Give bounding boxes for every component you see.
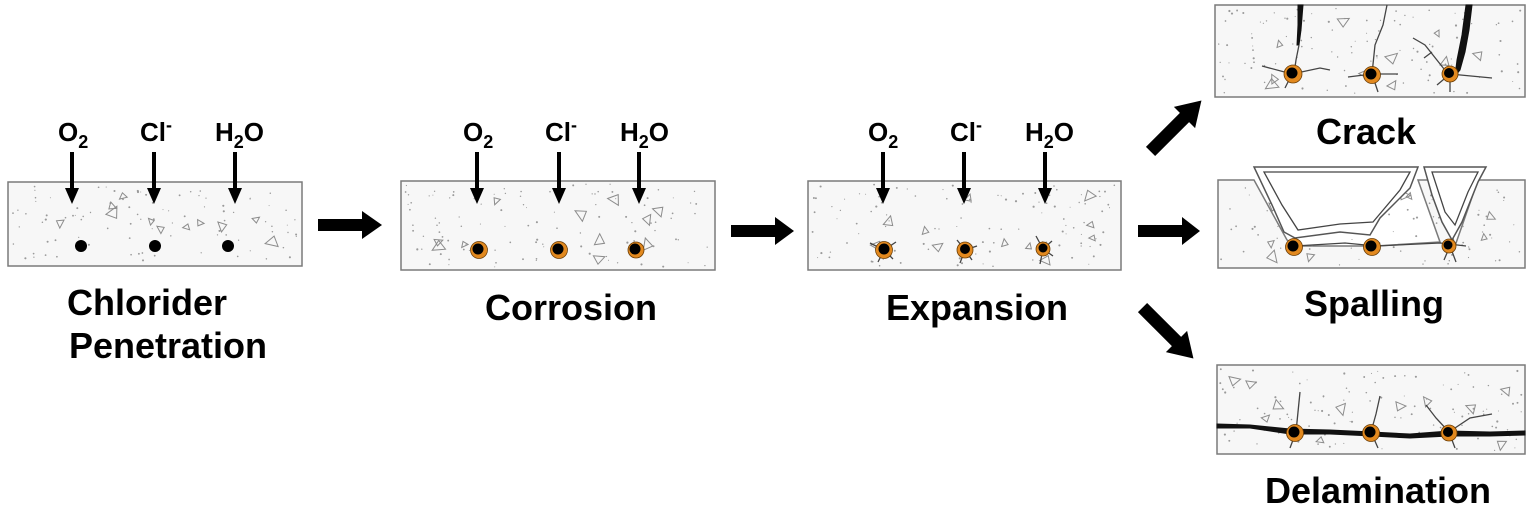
- aggregate-texture: [811, 183, 1116, 268]
- expanded-rebar: [1440, 424, 1458, 442]
- down-arrow: [957, 152, 971, 204]
- stage-caption: Corrosion: [485, 287, 657, 328]
- down-arrow: [470, 152, 484, 204]
- rebars: [1285, 238, 1457, 256]
- outcome-crack: Crack: [1214, 4, 1526, 152]
- branch-arrow-crack: [1145, 100, 1202, 157]
- expanded-rebar: [1441, 65, 1459, 83]
- ingress-arrows: [876, 152, 1052, 204]
- oxygen-label: O2: [868, 117, 898, 152]
- expanded-rebar: [1035, 241, 1051, 257]
- expanded-rebar: [1441, 238, 1457, 254]
- down-arrow: [632, 152, 646, 204]
- down-arrow: [147, 152, 161, 204]
- rebar: [149, 240, 161, 252]
- water-label: H2O: [620, 117, 669, 152]
- progression-arrow: [318, 211, 382, 239]
- agent-labels: O2 Cl- H2O: [868, 115, 1074, 152]
- spalled-fragment: [1252, 166, 1420, 239]
- branch-arrow-spalling: [1138, 217, 1200, 245]
- outcome-caption: Delamination: [1265, 470, 1491, 511]
- down-arrow: [65, 152, 79, 204]
- outcome-delamination: Delamination: [1216, 364, 1526, 511]
- expanded-rebar: [956, 241, 974, 259]
- stage-caption: Chlorider: [67, 282, 227, 323]
- chloride-label: Cl-: [545, 115, 577, 147]
- down-arrow: [1038, 152, 1052, 204]
- stage-expansion: O2 Cl- H2O Expansion: [807, 115, 1122, 328]
- stage-penetration: O2 Cl- H2O Chlorider Penetration: [7, 115, 303, 366]
- aggregate-texture: [1219, 368, 1523, 452]
- stage-caption: Penetration: [69, 325, 267, 366]
- down-arrow: [228, 152, 242, 204]
- expanded-rebar: [1363, 238, 1381, 256]
- outcome-caption: Spalling: [1304, 283, 1444, 324]
- spalled-fragment: [1423, 166, 1488, 242]
- rebars: [1286, 424, 1458, 442]
- expanded-rebar: [1286, 424, 1304, 442]
- progression-arrow: [731, 217, 794, 245]
- expanded-rebar: [1283, 64, 1303, 84]
- agent-labels: O2 Cl- H2O: [463, 115, 669, 152]
- expanded-rebar: [1362, 424, 1380, 442]
- rebars: [875, 241, 1051, 259]
- rebars: [75, 240, 234, 252]
- aggregate-texture: [1218, 7, 1522, 94]
- corroded-rebar: [550, 241, 568, 259]
- rebar: [222, 240, 234, 252]
- ingress-arrows: [470, 152, 646, 204]
- down-arrow: [876, 152, 890, 204]
- rebars: [1283, 64, 1459, 84]
- expanded-rebar: [875, 241, 893, 259]
- water-label: H2O: [1025, 117, 1074, 152]
- expanded-rebar: [1363, 66, 1381, 84]
- down-arrow: [552, 152, 566, 204]
- aggregate-texture: [12, 185, 298, 262]
- agent-labels: O2 Cl- H2O: [58, 115, 264, 152]
- stage-corrosion: O2 Cl- H2O Corrosion: [400, 115, 716, 328]
- water-label: H2O: [215, 117, 264, 152]
- branch-arrow-delamination: [1137, 302, 1194, 359]
- outcome-spalling: Spalling: [1217, 166, 1526, 324]
- expanded-rebar: [1285, 238, 1303, 256]
- chloride-label: Cl-: [140, 115, 172, 147]
- outcome-caption: Crack: [1316, 111, 1417, 152]
- corroded-rebar: [470, 241, 488, 259]
- chloride-label: Cl-: [950, 115, 982, 147]
- stage-caption: Expansion: [886, 287, 1068, 328]
- rebar: [75, 240, 87, 252]
- ingress-arrows: [65, 152, 242, 204]
- rebars: [470, 241, 645, 259]
- corroded-rebar: [627, 241, 645, 259]
- oxygen-label: O2: [463, 117, 493, 152]
- oxygen-label: O2: [58, 117, 88, 152]
